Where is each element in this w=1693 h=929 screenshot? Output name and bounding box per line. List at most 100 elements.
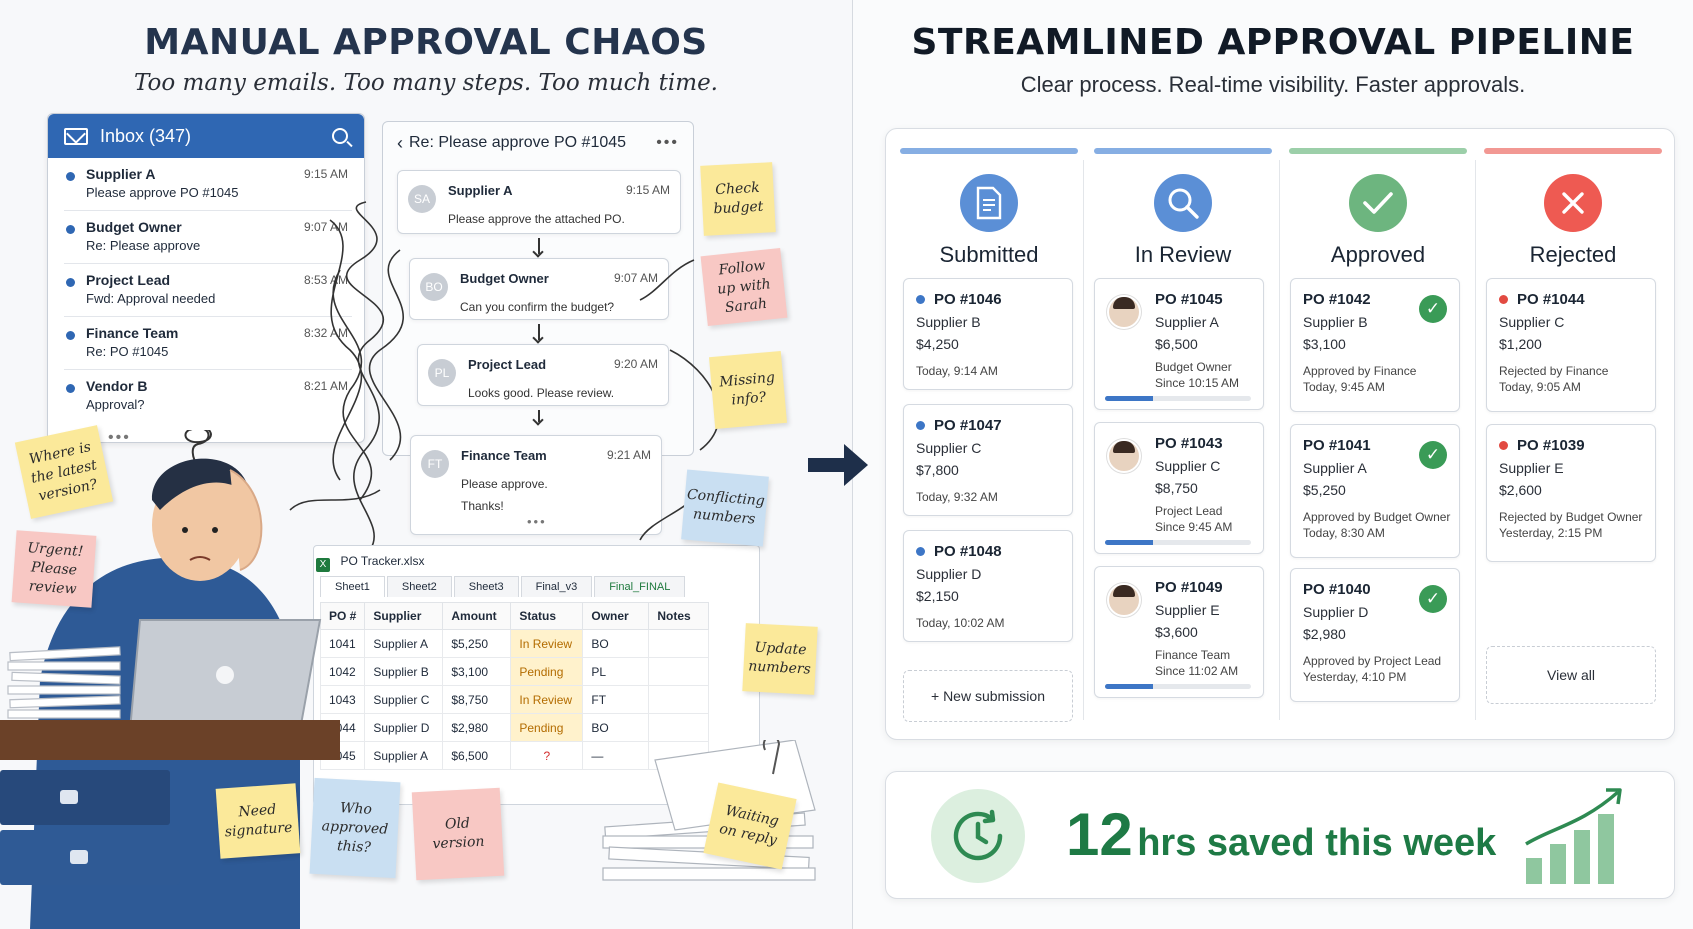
po-card[interactable]: PO #1047 Supplier C $7,800 Today, 9:32 A…	[903, 404, 1073, 516]
sheet-tab[interactable]: Sheet1	[320, 576, 385, 597]
sheet-tab[interactable]: Sheet2	[386, 576, 452, 597]
progress-bar	[1105, 396, 1251, 401]
cell[interactable]	[648, 713, 710, 742]
cell[interactable]: BO	[582, 629, 650, 658]
status-cell[interactable]: In Review	[510, 629, 584, 658]
cell[interactable]: $3,100	[442, 657, 512, 686]
progress-fill	[1105, 684, 1154, 689]
savings-text: 12 hrs saved this week	[1066, 800, 1496, 869]
sheet-tab[interactable]: Final_v3	[520, 576, 593, 597]
message-body-line2: Thanks!	[461, 499, 504, 513]
table-header-row: PO # Supplier Amount Status Owner Notes	[319, 602, 710, 630]
thread-header: ‹ Re: Please approve PO #1045 •••	[383, 122, 693, 164]
cell[interactable]	[648, 629, 710, 658]
po-card[interactable]: PO #1042 Supplier B $3,100 Approved by F…	[1290, 278, 1460, 412]
flow-arrow	[538, 324, 540, 340]
column-title: In Review	[1134, 242, 1232, 267]
email-thread: ‹ Re: Please approve PO #1045 ••• SA Sup…	[382, 121, 694, 456]
cell[interactable]: Supplier D	[364, 713, 444, 742]
thread-message[interactable]: SA Supplier A 9:15 AM Please approve the…	[397, 170, 681, 234]
cell[interactable]: $8,750	[442, 685, 512, 714]
cell[interactable]: Supplier C	[364, 685, 444, 714]
progress-bar	[1105, 540, 1251, 545]
list-item[interactable]: Finance Team Re: PO #1045 8:32 AM	[64, 317, 352, 370]
po-card[interactable]: PO #1041 Supplier A $5,250 Approved by B…	[1290, 424, 1460, 558]
column-in-review: In Review	[1094, 148, 1272, 268]
amount: $1,200	[1499, 336, 1542, 352]
table-row[interactable]: 1044 Supplier D $2,980 Pending BO	[319, 713, 710, 742]
status-cell[interactable]: Pending	[510, 713, 584, 742]
supplier: Supplier E	[1155, 602, 1220, 618]
cell[interactable]: Supplier A	[364, 741, 444, 770]
po-card[interactable]: PO #1048 Supplier D $2,150 Today, 10:02 …	[903, 530, 1073, 642]
inbox-panel: Inbox (347) Supplier A Please approve PO…	[47, 113, 365, 446]
cell[interactable]	[648, 685, 710, 714]
cell[interactable]: Supplier A	[364, 629, 444, 658]
column-title: Approved	[1330, 242, 1426, 267]
message-more[interactable]: •••	[527, 514, 547, 529]
supplier: Supplier B	[916, 314, 981, 330]
thread-message[interactable]: PL Project Lead 9:20 AM Looks good. Plea…	[417, 344, 669, 406]
transition-arrow-icon	[808, 444, 868, 486]
list-item[interactable]: Project Lead Fwd: Approval needed 8:53 A…	[64, 264, 352, 317]
message-body: Please approve.	[461, 477, 548, 491]
cell[interactable]: PL	[582, 657, 650, 686]
table-row[interactable]: 1041 Supplier A $5,250 In Review BO	[319, 629, 710, 658]
sheet-tab[interactable]: Final_FINAL	[594, 576, 686, 597]
close-icon	[1544, 174, 1602, 232]
sticky-note: Missing info?	[708, 350, 788, 430]
cell[interactable]: FT	[582, 685, 650, 714]
po-card[interactable]: PO #1043 Supplier C $8,750 Project Lead …	[1094, 422, 1264, 554]
po-card[interactable]: PO #1040 Supplier D $2,980 Approved by P…	[1290, 568, 1460, 702]
cell[interactable]: 1041	[319, 629, 366, 658]
back-icon[interactable]: ‹	[397, 132, 403, 153]
table-row[interactable]: 1043 Supplier C $8,750 In Review FT	[319, 685, 710, 714]
po-card[interactable]: PO #1049 Supplier E $3,600 Finance Team …	[1094, 566, 1264, 698]
reviewer: Finance Team	[1155, 648, 1231, 662]
reviewer: Project Lead	[1155, 504, 1223, 518]
po-card[interactable]: PO #1045 Supplier A $6,500 Budget Owner …	[1094, 278, 1264, 410]
person-hair	[151, 458, 250, 510]
sticky-note: Update numbers	[742, 623, 818, 695]
new-submission-button[interactable]: + New submission	[903, 670, 1073, 722]
table-row[interactable]: 1042 Supplier B $3,100 Pending PL	[319, 657, 710, 686]
status-cell[interactable]: Pending	[510, 657, 584, 686]
search-icon[interactable]	[332, 128, 348, 144]
cell[interactable]: BO	[582, 713, 650, 742]
list-item[interactable]: Vendor B Approval? 8:21 AM	[64, 370, 352, 423]
since: Since 11:02 AM	[1155, 664, 1239, 678]
status-cell[interactable]: ?	[510, 741, 584, 770]
amount: $8,750	[1155, 480, 1198, 496]
amount: $2,600	[1499, 482, 1542, 498]
status-cell[interactable]: In Review	[510, 685, 584, 714]
cell[interactable]: $2,980	[442, 713, 512, 742]
cell[interactable]	[648, 657, 710, 686]
approved-by: Approved by Finance	[1303, 364, 1417, 378]
po-card[interactable]: PO #1044 Supplier C $1,200 Rejected by F…	[1486, 278, 1656, 412]
savings-banner: 12 hrs saved this week	[885, 771, 1675, 899]
cell[interactable]: Supplier B	[364, 657, 444, 686]
po-number: PO #1042	[1303, 291, 1371, 308]
approved-by: Approved by Budget Owner	[1303, 510, 1451, 524]
sheet-tab[interactable]: Sheet3	[453, 576, 519, 597]
supplier: Supplier A	[1155, 314, 1219, 330]
cell[interactable]: $6,500	[442, 741, 512, 770]
message-time: 9:20 AM	[613, 357, 658, 371]
sticky-note: Urgent! Please review	[11, 530, 97, 608]
column-title: Submitted	[939, 242, 1039, 267]
inbox-title: Inbox (347)	[100, 125, 192, 146]
thread-title: Re: Please approve PO #1045	[409, 134, 627, 151]
po-card[interactable]: PO #1039 Supplier E $2,600 Rejected by B…	[1486, 424, 1656, 562]
cell[interactable]: $5,250	[442, 629, 512, 658]
view-all-button[interactable]: View all	[1486, 646, 1656, 704]
list-item[interactable]: Budget Owner Re: Please approve 9:07 AM	[64, 211, 352, 264]
thread-message[interactable]: FT Finance Team 9:21 AM Please approve. …	[410, 435, 662, 535]
thread-message[interactable]: BO Budget Owner 9:07 AM Can you confirm …	[409, 258, 669, 320]
chaos-arrows	[289, 201, 720, 551]
more-menu-icon[interactable]: •••	[656, 134, 679, 151]
inbox-more-indicator[interactable]: •••	[108, 429, 131, 446]
po-number: PO #1048	[934, 543, 1002, 560]
list-item[interactable]: Supplier A Please approve PO #1045 9:15 …	[64, 158, 352, 211]
cell[interactable]: 1043	[319, 685, 366, 714]
po-card[interactable]: PO #1046 Supplier B $4,250 Today, 9:14 A…	[903, 278, 1073, 390]
